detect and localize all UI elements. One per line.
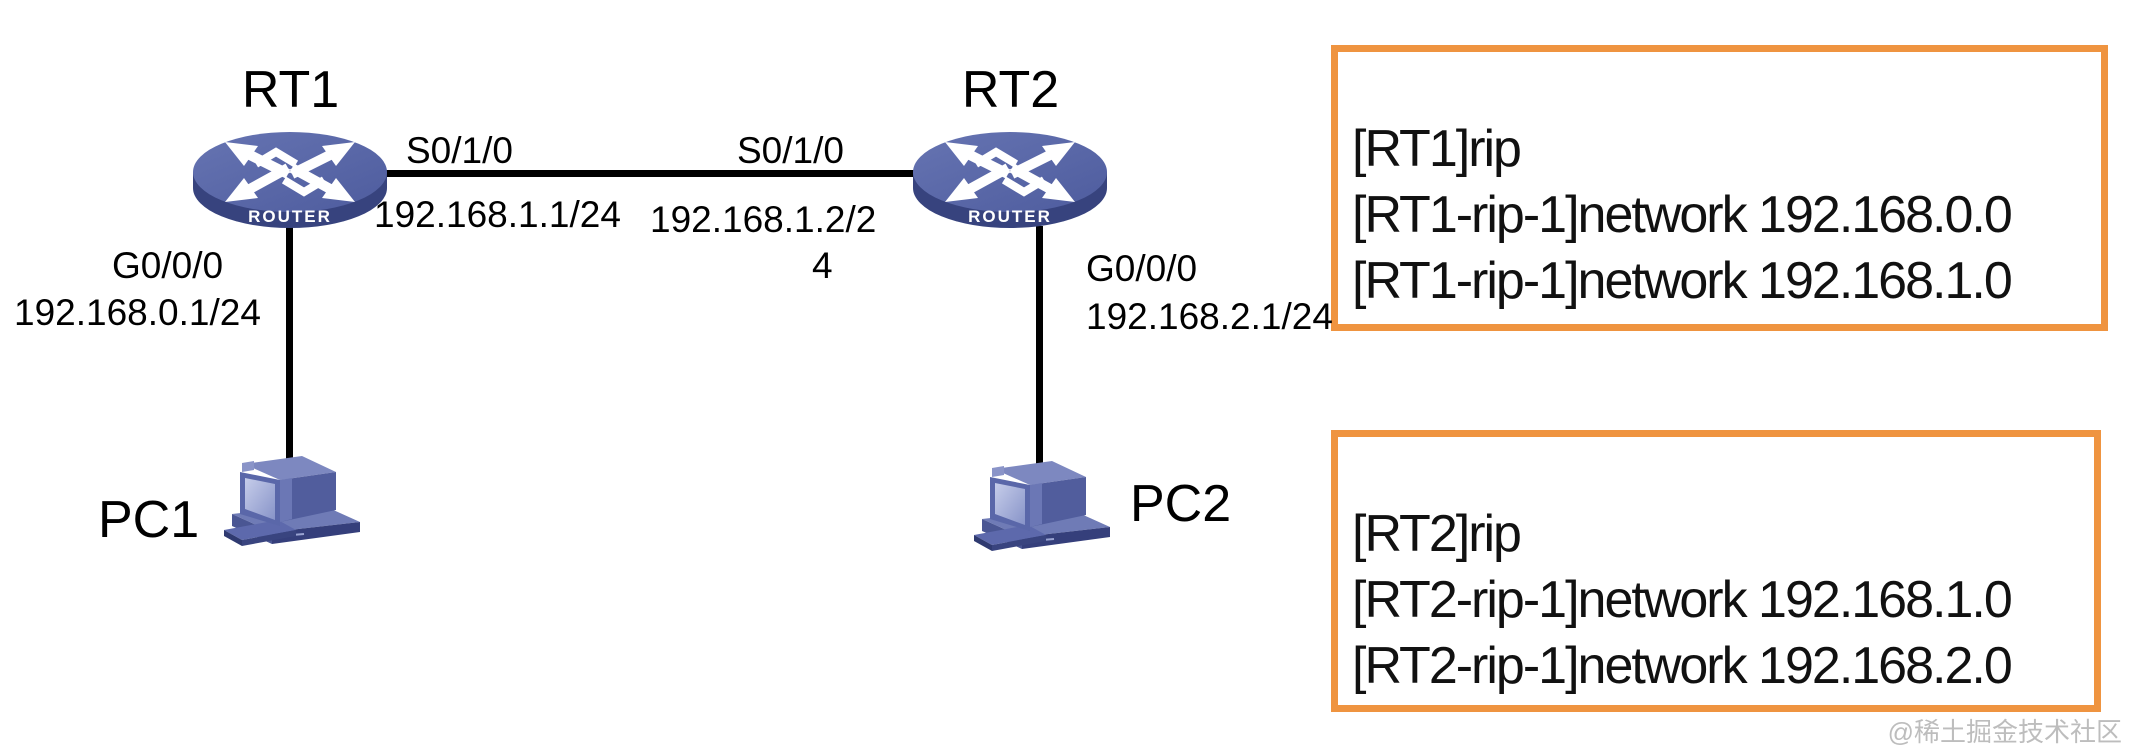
- rt1-label: RT1: [241, 61, 340, 119]
- rt1-config-line: [RT1]rip: [1352, 120, 1522, 178]
- pc1-label: PC1: [98, 491, 200, 549]
- router-arrows-icon: [225, 142, 355, 202]
- rt2-lan-port-label: G0/0/0: [1086, 248, 1198, 289]
- rt1-router-caption: ROUTER: [248, 207, 332, 226]
- rt2-lan-ip-label: 192.168.2.1/24: [1086, 296, 1333, 337]
- pc2-computer-icon: [974, 461, 1110, 551]
- pc2-label: PC2: [1130, 475, 1232, 533]
- rt1-config-line: [RT1-rip-1]network 192.168.1.0: [1352, 252, 2013, 310]
- rt2-serial-port-label: S0/1/0: [737, 130, 844, 171]
- site-watermark: @稀土掘金技术社区: [1887, 717, 2122, 747]
- rt1-config-line: [RT1-rip-1]network 192.168.0.0: [1352, 186, 2013, 244]
- router-arrows-icon: [945, 142, 1075, 202]
- rt2-config-line: [RT2-rip-1]network 192.168.1.0: [1352, 571, 2013, 629]
- rt1-serial-ip-label: 192.168.1.1/24: [374, 194, 621, 235]
- rt1-pc1-link-line: [286, 226, 293, 471]
- rt1-config-box: [RT1]rip [RT1-rip-1]network 192.168.0.0 …: [1331, 45, 2108, 331]
- rt2-serial-ip-label-line2: 4: [812, 245, 833, 286]
- rt1-router-icon: ROUTER: [193, 132, 387, 228]
- rt1-serial-port-label: S0/1/0: [406, 130, 513, 171]
- rt2-router-icon: ROUTER: [913, 132, 1107, 228]
- rt2-router-caption: ROUTER: [968, 207, 1052, 226]
- rt2-config-line: [RT2-rip-1]network 192.168.2.0: [1352, 637, 2013, 695]
- rt1-lan-ip-label: 192.168.0.1/24: [14, 292, 261, 333]
- rt2-config-line: [RT2]rip: [1352, 505, 1522, 563]
- rt2-pc2-link-line: [1036, 226, 1043, 468]
- rt1-lan-port-label: G0/0/0: [112, 245, 224, 286]
- rt2-label: RT2: [961, 61, 1060, 119]
- serial-link-line: [386, 170, 921, 177]
- rt2-serial-ip-label-line1: 192.168.1.2/2: [650, 199, 877, 240]
- rt2-config-box: [RT2]rip [RT2-rip-1]network 192.168.1.0 …: [1331, 430, 2101, 712]
- pc1-computer-icon: [224, 456, 360, 546]
